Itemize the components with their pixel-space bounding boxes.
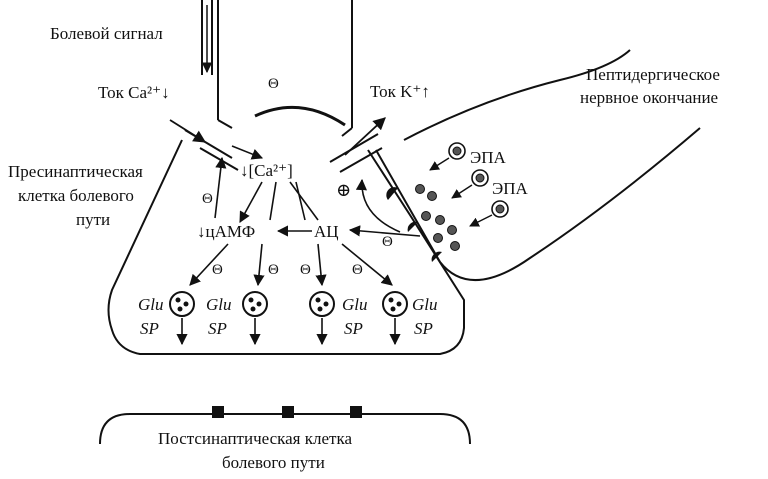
- label-pain-signal: Болевой сигнал: [50, 24, 163, 43]
- label-presyn-3: пути: [76, 210, 110, 229]
- label-epa-1: ЭПА: [470, 148, 506, 167]
- inhibit-symbol-ac: Θ: [382, 234, 393, 250]
- label-presyn-2: клетка болевого: [18, 186, 134, 205]
- receptor-3: [350, 406, 362, 418]
- inhibit-symbol-v1: Θ: [212, 262, 223, 278]
- vesicle-2: [242, 291, 268, 346]
- inhibit-symbol-v4: Θ: [352, 262, 363, 278]
- epa-receptor-2: [451, 169, 489, 199]
- vesicle-4-label-sp: SP: [414, 319, 433, 338]
- receptor-2: [282, 406, 294, 418]
- inhibit-symbol-camp: Θ: [202, 191, 213, 207]
- vesicle-3-label-glu: Glu: [342, 295, 368, 314]
- k-channel-bottom: [339, 147, 383, 173]
- label-postsyn-2: болевого пути: [222, 453, 325, 472]
- label-postsyn-1: Постсинаптическая клетка: [158, 429, 352, 448]
- inhibit-symbol-v2: Θ: [268, 262, 279, 278]
- epa-receptor-1: [429, 142, 466, 171]
- vesicle-4-label-glu: Glu: [412, 295, 438, 314]
- inhibit-symbol-arc: Θ: [268, 76, 279, 92]
- k-channel-top: [329, 133, 379, 163]
- vesicle-1-label-sp: SP: [140, 319, 159, 338]
- vesicle-3: [309, 291, 335, 346]
- vesicle-1: [169, 291, 195, 346]
- peptidergic-terminal-outline-upper: [403, 49, 631, 141]
- label-epa-2: ЭПА: [492, 179, 528, 198]
- label-ca-inside: ↓[Ca²⁺]: [240, 161, 293, 180]
- presynaptic-cell-outline: [107, 139, 465, 355]
- label-presyn-1: Пресинаптическая: [8, 162, 143, 181]
- label-camp: ↓цАМФ: [197, 222, 255, 241]
- label-ac: АЦ: [314, 222, 339, 241]
- peptide-granules: [386, 184, 460, 262]
- inhibit-symbol-v3: Θ: [300, 262, 311, 278]
- label-ca-current: Ток Ca²⁺↓: [98, 83, 170, 102]
- plus-symbol: ⊕: [336, 180, 351, 200]
- inhibition-arc: [254, 105, 346, 127]
- vesicle-4: [382, 291, 408, 346]
- peptidergic-terminal-outline: [375, 127, 701, 282]
- vesicle-2-label-sp: SP: [208, 319, 227, 338]
- vesicle-3-label-sp: SP: [344, 319, 363, 338]
- label-peptidergic-2: нервное окончание: [580, 88, 718, 107]
- label-peptidergic-1: Пептидергическое: [586, 65, 720, 84]
- epa-receptor-3: [469, 200, 509, 227]
- vesicle-1-label-glu: Glu: [138, 295, 164, 314]
- label-k-current: Ток K⁺↑: [370, 82, 430, 101]
- receptor-1: [212, 406, 224, 418]
- vesicle-2-label-glu: Glu: [206, 295, 232, 314]
